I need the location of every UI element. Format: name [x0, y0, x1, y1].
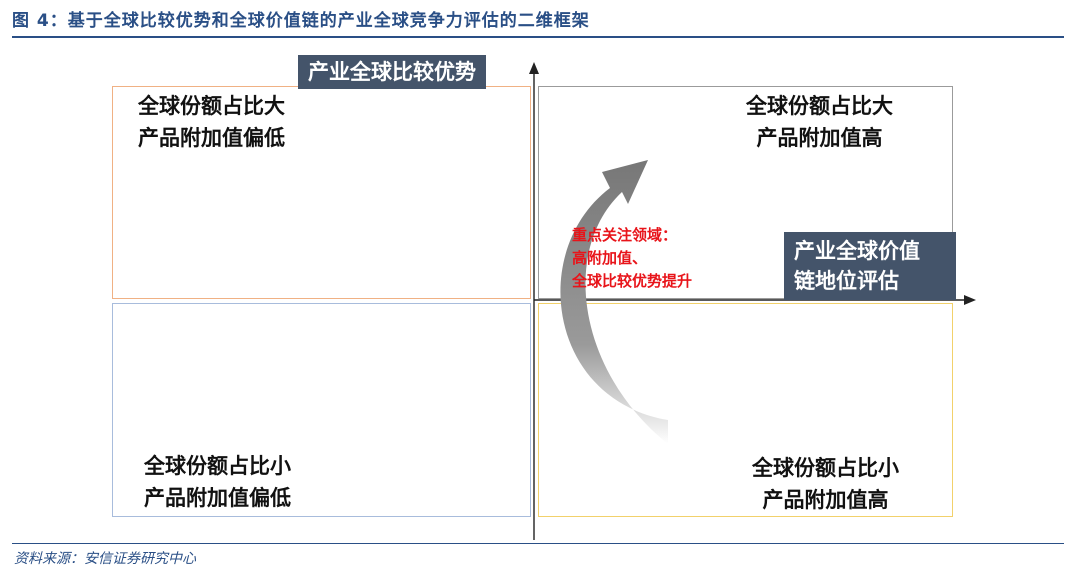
- quadrant-top-left-line2: 产品附加值偏低: [138, 125, 285, 150]
- x-axis-label-line2: 链地位评估: [794, 268, 899, 293]
- quadrant-bottom-left: [112, 303, 531, 517]
- curved-arrow-icon: [560, 160, 668, 444]
- figure-source: 资料来源：安信证券研究中心: [14, 551, 196, 567]
- quadrant-bottom-left-line1: 全球份额占比小: [144, 453, 291, 478]
- quadrant-bottom-left-text: 全球份额占比小 产品附加值偏低: [144, 450, 291, 514]
- focus-line3: 全球比较优势提升: [572, 272, 693, 290]
- focus-line1: 重点关注领域：: [572, 226, 678, 244]
- x-axis-arrowhead: [964, 295, 976, 305]
- focus-line2: 高附加值、: [572, 249, 648, 267]
- quadrant-top-left-text: 全球份额占比大 产品附加值偏低: [138, 90, 285, 154]
- quadrant-bottom-right: [538, 303, 953, 517]
- y-axis-arrowhead: [529, 62, 539, 74]
- quadrant-top-right: [538, 86, 953, 299]
- focus-area-note: 重点关注领域： 高附加值、 全球比较优势提升: [572, 224, 692, 293]
- x-axis-label-line1: 产业全球价值: [794, 238, 920, 263]
- quadrant-top-right-line2: 产品附加值高: [756, 125, 883, 150]
- quadrant-bottom-right-text: 全球份额占比小 产品附加值高: [752, 452, 899, 516]
- quadrant-bottom-right-line2: 产品附加值高: [762, 487, 889, 512]
- quadrant-bottom-left-line2: 产品附加值偏低: [144, 485, 291, 510]
- source-divider: [12, 543, 1064, 544]
- quadrant-top-right-line1: 全球份额占比大: [746, 93, 893, 118]
- figure-title: 图 4：基于全球比较优势和全球价值链的产业全球竞争力评估的二维框架: [12, 11, 590, 31]
- title-divider: [12, 36, 1064, 38]
- quadrant-top-left-line1: 全球份额占比大: [138, 93, 285, 118]
- quadrant-top-right-text: 全球份额占比大 产品附加值高: [746, 90, 893, 154]
- x-axis-label: 产业全球价值 链地位评估: [784, 232, 956, 300]
- y-axis-label: 产业全球比较优势: [298, 55, 486, 89]
- quadrant-bottom-right-line1: 全球份额占比小: [752, 455, 899, 480]
